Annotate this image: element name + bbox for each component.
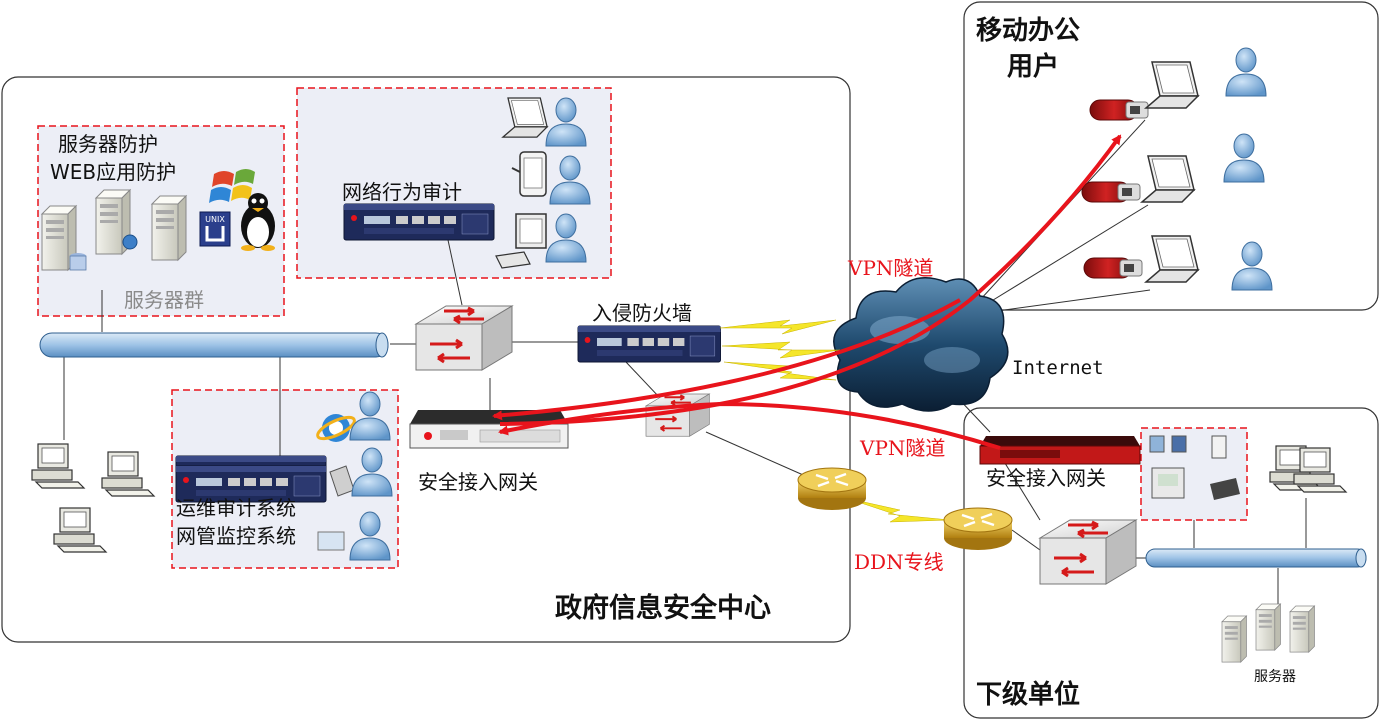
security-devices-icon: [1149, 435, 1240, 500]
branch-gateway-appliance: [979, 436, 1141, 465]
windows-logo-icon: [209, 169, 255, 203]
server-cluster: [41, 189, 187, 271]
ddn-line-label: DDN专线: [854, 550, 944, 574]
branch-region-title: 下级单位: [976, 680, 1081, 710]
branch-switch-icon: [1038, 518, 1138, 586]
core-switch-icon: [414, 304, 514, 372]
server-cluster-label: 服务器群: [124, 288, 204, 312]
behavior-audit-appliance: [343, 203, 495, 241]
server-protection-label: 服务器防护: [58, 132, 158, 156]
branch-servers-label: 服务器: [1254, 669, 1296, 685]
vpn-tunnel-mobile-label: VPN隧道: [848, 256, 934, 280]
network-monitor-label: 网管监控系统: [176, 524, 296, 548]
center-gateway-label: 安全接入网关: [418, 470, 538, 494]
behavior-audit-label: 网络行为审计: [342, 180, 462, 204]
usb-key-icon: [1081, 181, 1141, 203]
center-lan-bus: [39, 332, 389, 358]
desktop-icon: [495, 213, 547, 269]
vpn-tunnel-branch-label: VPN隧道: [860, 436, 946, 460]
web-protection-label: WEB应用防护: [50, 160, 177, 184]
mobile-region-title-line1: 移动办公: [976, 16, 1081, 46]
unix-logo-icon: [199, 211, 231, 247]
ops-audit-label: 运维审计系统: [176, 496, 296, 520]
branch-lan-bus: [1145, 548, 1367, 568]
vpn-tunnel-branch-arrow: [498, 401, 1001, 450]
center-gateway-appliance: [409, 410, 569, 449]
unix-badge-text: UNIX: [205, 215, 225, 224]
firewall-label: 入侵防火墙: [592, 301, 692, 325]
vpn-tunnel-mobile-arrow: [499, 134, 1122, 426]
usb-key-icon: [1089, 99, 1149, 121]
internet-label: Internet: [1012, 357, 1104, 379]
firewall-appliance: [577, 325, 721, 363]
browser-icon: [316, 414, 356, 442]
branch-gateway-label: 安全接入网关: [986, 466, 1106, 490]
vpn-tunnel-mobile-return-arrow: [492, 298, 961, 421]
monitor-icon: [317, 531, 345, 551]
tablet-icon: [511, 151, 547, 197]
router-icon: [942, 506, 1014, 552]
usb-key-icon: [1083, 257, 1143, 279]
router-icon: [796, 466, 868, 512]
linux-penguin-icon: [241, 193, 275, 251]
center-region-title: 政府信息安全中心: [555, 593, 771, 624]
mobile-region-title-line2: 用户: [1007, 52, 1060, 82]
